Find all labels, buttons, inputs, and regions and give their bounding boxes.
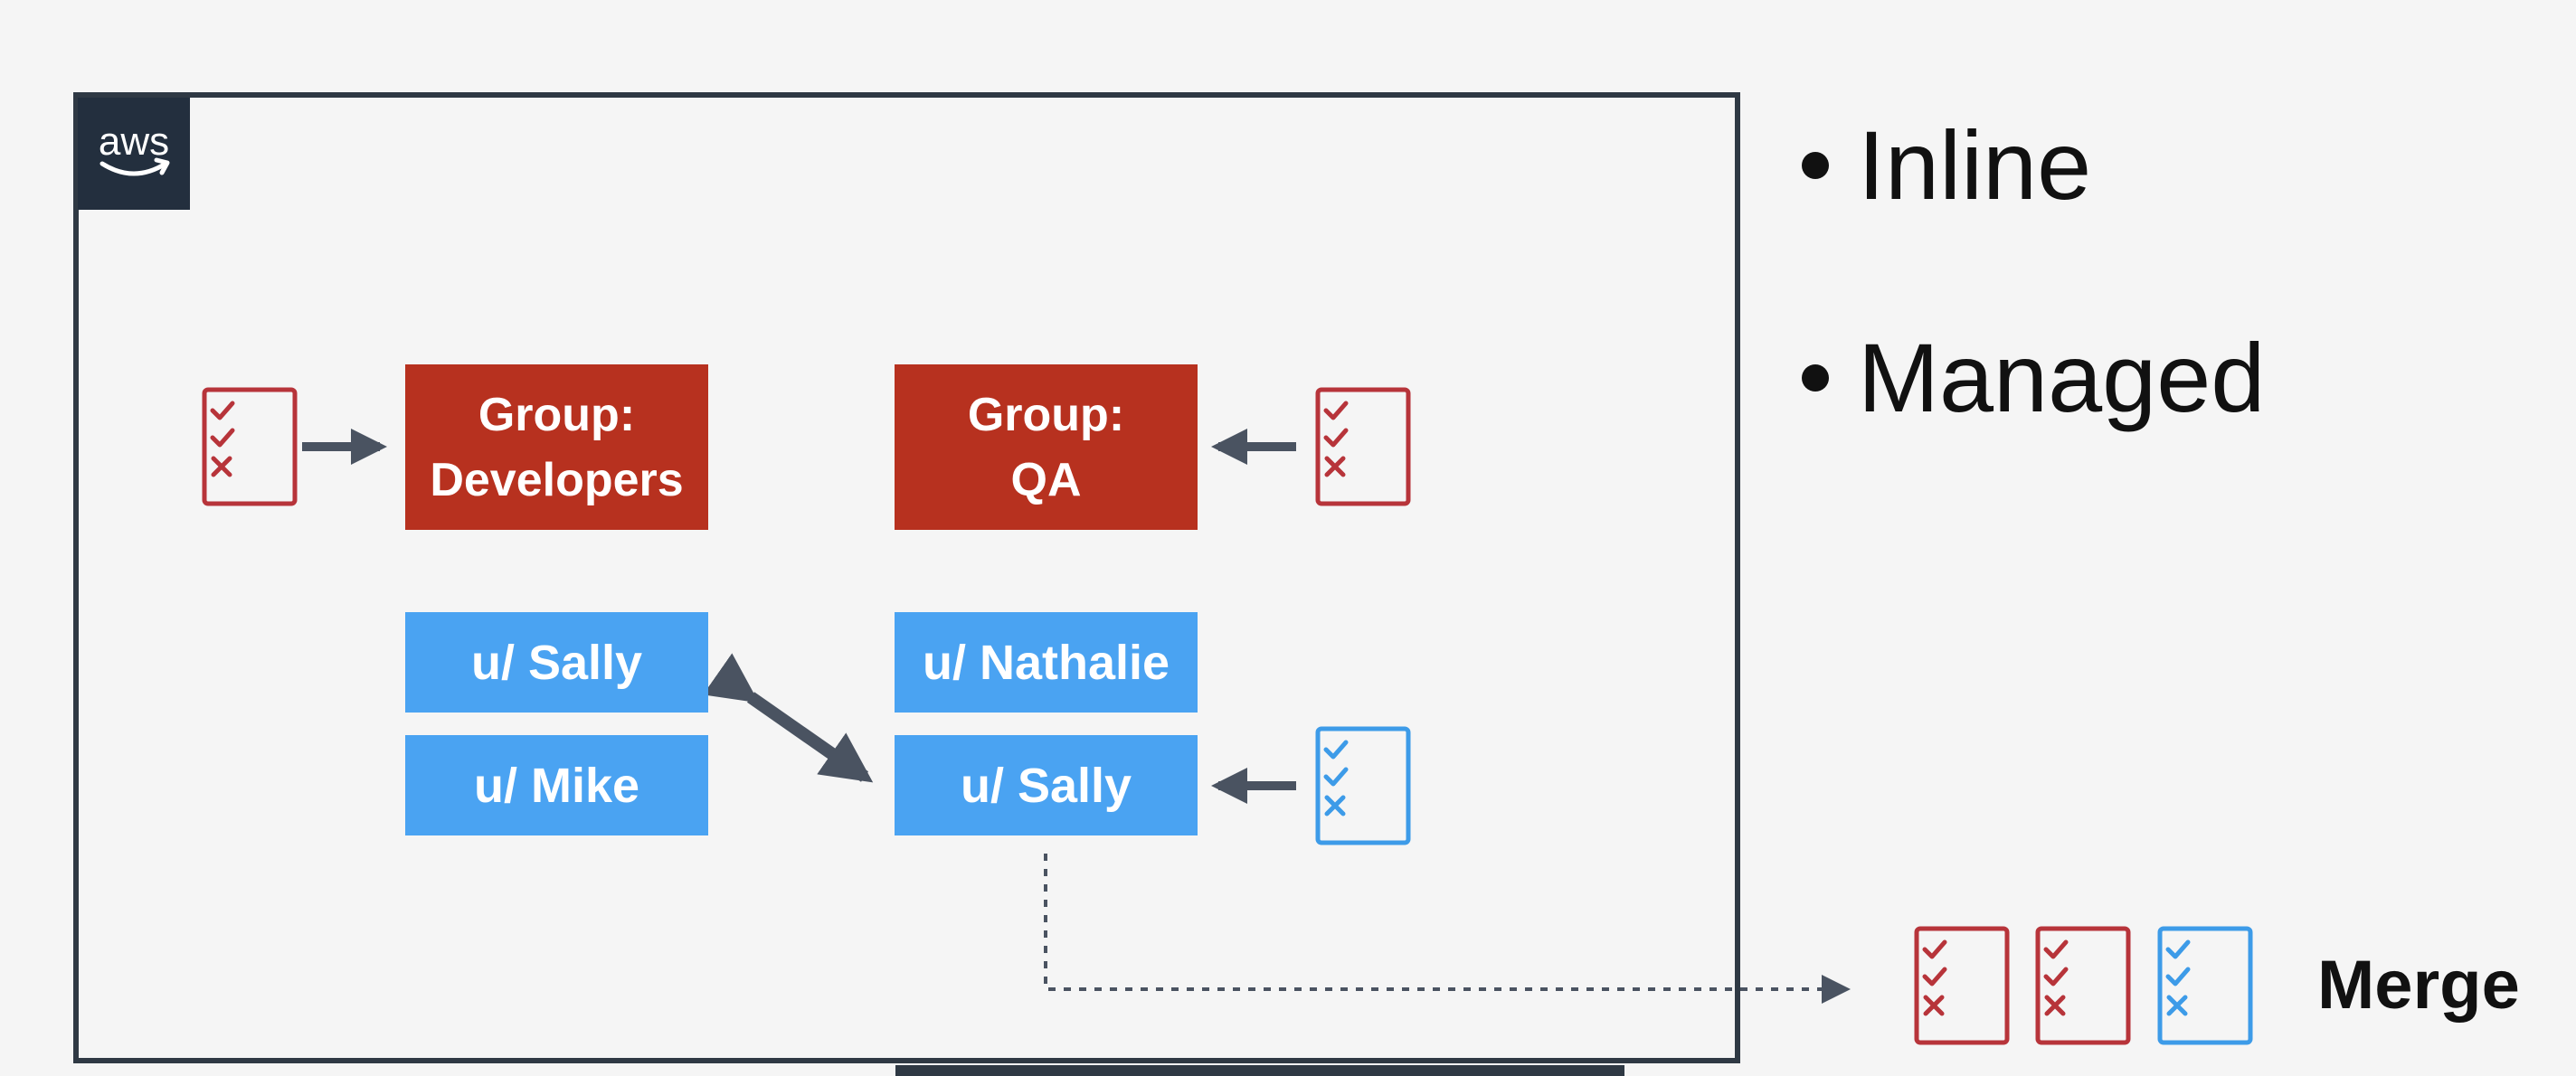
user-sally-developers: u/ Sally (405, 612, 708, 713)
group-qa-line2: QA (1010, 453, 1082, 506)
bullet-dot (1802, 363, 1829, 392)
group-developers-box: Group: Developers (405, 364, 708, 530)
merged-policy-checklist-icon (1914, 926, 2010, 1045)
group-qa-box: Group: QA (895, 364, 1198, 530)
aws-account-frame (73, 92, 1740, 1063)
user-nathalie: u/ Nathalie (895, 612, 1198, 713)
bullet-inline: Inline (1802, 109, 2091, 222)
group-developers-line1: Group: (478, 388, 636, 441)
aws-smile-arrow-icon: aws (99, 119, 170, 176)
user-sally-qa: u/ Sally (895, 735, 1198, 835)
merge-dashed-arrow (1044, 854, 1851, 1004)
inline-policy-checklist-icon (1315, 726, 1411, 845)
bottom-edge-bar (895, 1065, 1624, 1076)
svg-text:aws: aws (99, 119, 169, 164)
bullet-managed: Managed (1802, 321, 2265, 434)
policy-checklist-icon (1315, 387, 1411, 506)
bullet-inline-text: Inline (1858, 110, 2092, 220)
bullet-dot (1802, 151, 1829, 179)
merge-label: Merge (2317, 947, 2520, 1024)
aws-logo: aws (78, 98, 190, 210)
group-developers-line2: Developers (430, 453, 684, 506)
merged-policy-checklist-icon (2035, 926, 2131, 1045)
group-qa-line1: Group: (967, 388, 1125, 441)
policy-checklist-icon (202, 387, 298, 506)
user-mike: u/ Mike (405, 735, 708, 835)
same-user-double-arrow (703, 653, 874, 783)
bullet-managed-text: Managed (1858, 323, 2266, 432)
merged-inline-policy-checklist-icon (2157, 926, 2253, 1045)
